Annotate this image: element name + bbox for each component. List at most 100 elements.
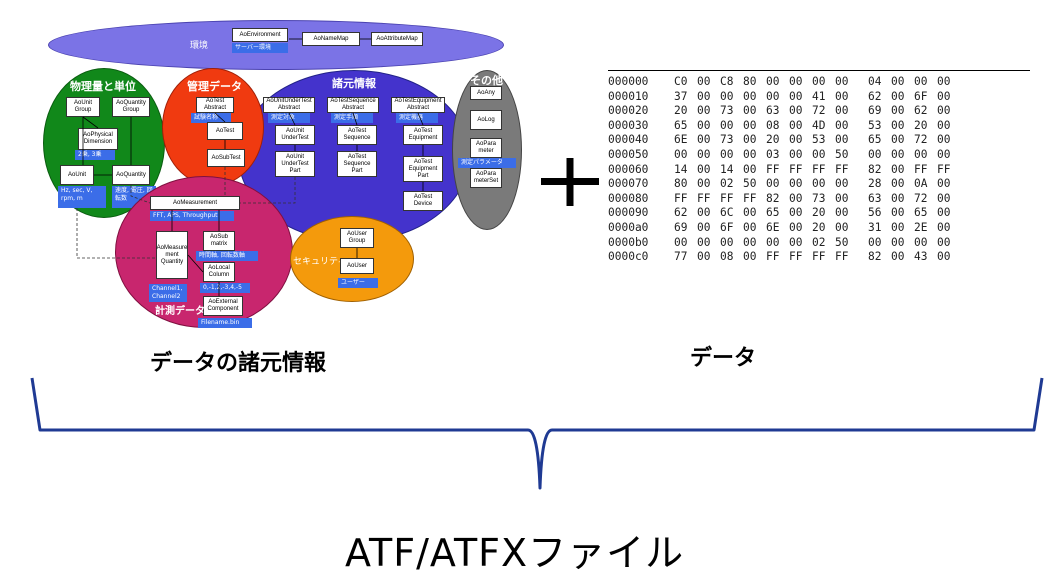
ao-uut-box: AoUnit UnderTest <box>275 125 315 145</box>
hex-byte: 00 <box>697 250 711 264</box>
hex-address: 0000c0 <box>608 250 649 264</box>
hex-byte: 00 <box>891 235 905 249</box>
hex-byte: 00 <box>891 104 905 118</box>
hex-byte: 00 <box>812 147 826 161</box>
dimension-tag: 2乗, 3乗 <box>75 150 115 160</box>
equipment-tag: 測定機器 <box>396 113 438 123</box>
hex-byte: 00 <box>697 162 711 176</box>
hex-byte: FF <box>789 250 803 264</box>
hex-byte: 00 <box>789 220 803 234</box>
hex-byte: 31 <box>868 220 882 234</box>
hex-byte: 00 <box>743 89 757 103</box>
hex-byte: 4D <box>812 118 826 132</box>
hex-address: 0000b0 <box>608 235 649 249</box>
hex-byte: FF <box>674 191 688 205</box>
hex-byte: 43 <box>914 250 928 264</box>
plus-sign <box>541 158 599 206</box>
hex-byte: 00 <box>937 89 951 103</box>
hex-byte: 00 <box>937 104 951 118</box>
hex-byte: FF <box>697 191 711 205</box>
hex-byte: 00 <box>789 75 803 88</box>
curly-brace <box>30 377 1044 490</box>
hex-byte: 41 <box>812 89 826 103</box>
ao-log-box: AoLog <box>470 110 502 130</box>
hex-byte: 6F <box>914 89 928 103</box>
hex-byte: 00 <box>937 206 951 220</box>
ao-externalcomponent-box: AoExternal Component <box>203 296 243 316</box>
hex-byte: 00 <box>743 133 757 147</box>
hex-byte: 00 <box>914 147 928 161</box>
hex-byte: 65 <box>766 206 780 220</box>
hex-byte: 00 <box>720 235 734 249</box>
ao-unitgroup-box: AoUnit Group <box>66 97 100 117</box>
hex-byte: 72 <box>812 104 826 118</box>
hex-byte: 00 <box>697 206 711 220</box>
hex-byte: 00 <box>868 147 882 161</box>
hex-byte: 00 <box>835 177 849 191</box>
hex-byte: 00 <box>697 177 711 191</box>
measurement-tag: FFT, APS, Throughput <box>150 211 234 221</box>
hex-address: 000030 <box>608 118 649 132</box>
hex-byte: 00 <box>937 191 951 205</box>
hex-byte: 00 <box>891 206 905 220</box>
ao-subtest-box: AoSubTest <box>207 149 245 167</box>
hex-byte: 00 <box>789 191 803 205</box>
hex-byte: 00 <box>674 235 688 249</box>
hex-byte: 20 <box>914 118 928 132</box>
other-title: その他 <box>470 74 503 87</box>
hex-byte: 00 <box>835 75 849 88</box>
ao-measurement-box: AoMeasurement <box>150 196 240 210</box>
hex-byte: 28 <box>868 177 882 191</box>
hex-byte: 00 <box>891 177 905 191</box>
hex-byte: 50 <box>835 147 849 161</box>
hex-byte: 02 <box>720 177 734 191</box>
hex-byte: FF <box>812 162 826 176</box>
ao-uut-abstract-box: AoUnitUnderTest Abstract <box>263 97 315 113</box>
hex-byte: 62 <box>868 89 882 103</box>
hex-byte: FF <box>743 191 757 205</box>
hex-byte: 02 <box>812 235 826 249</box>
hex-byte: 6C <box>720 206 734 220</box>
hex-byte: 00 <box>835 89 849 103</box>
ao-quantity-box: AoQuantity <box>112 165 150 185</box>
hex-byte: 82 <box>766 191 780 205</box>
hex-byte: 00 <box>835 220 849 234</box>
hex-byte: 65 <box>914 206 928 220</box>
hex-byte: FF <box>914 162 928 176</box>
hex-byte: 6E <box>766 220 780 234</box>
hex-byte: 73 <box>812 191 826 205</box>
relation-lines <box>76 38 424 296</box>
hex-byte: 65 <box>674 118 688 132</box>
ao-localcolumn-box: AoLocal Column <box>203 262 235 282</box>
hex-byte: 00 <box>937 147 951 161</box>
hex-byte: 14 <box>720 162 734 176</box>
hex-byte: 00 <box>789 147 803 161</box>
physics-title: 物理量と単位 <box>70 80 136 93</box>
ao-test-abstract-box: AoTest Abstract <box>196 97 234 113</box>
hex-byte: 08 <box>766 118 780 132</box>
hex-byte: 53 <box>812 133 826 147</box>
hex-byte: 00 <box>937 75 951 88</box>
hex-byte: 00 <box>697 104 711 118</box>
hex-byte: 00 <box>697 118 711 132</box>
hex-byte: 04 <box>868 75 882 88</box>
hex-address: 000080 <box>608 191 649 205</box>
hex-byte: 00 <box>812 75 826 88</box>
hex-byte: 65 <box>868 133 882 147</box>
ao-usergroup-box: AoUser Group <box>340 228 374 248</box>
hex-byte: 00 <box>720 147 734 161</box>
hex-byte: 50 <box>835 235 849 249</box>
hex-byte: 00 <box>789 177 803 191</box>
hex-byte: 00 <box>743 147 757 161</box>
hex-byte: 00 <box>697 235 711 249</box>
hex-byte: 69 <box>674 220 688 234</box>
hex-byte: 00 <box>789 133 803 147</box>
hex-byte: 53 <box>868 118 882 132</box>
hex-byte: 00 <box>743 206 757 220</box>
hex-address: 000050 <box>608 147 649 161</box>
test-tag: 試験名称 <box>191 113 231 123</box>
